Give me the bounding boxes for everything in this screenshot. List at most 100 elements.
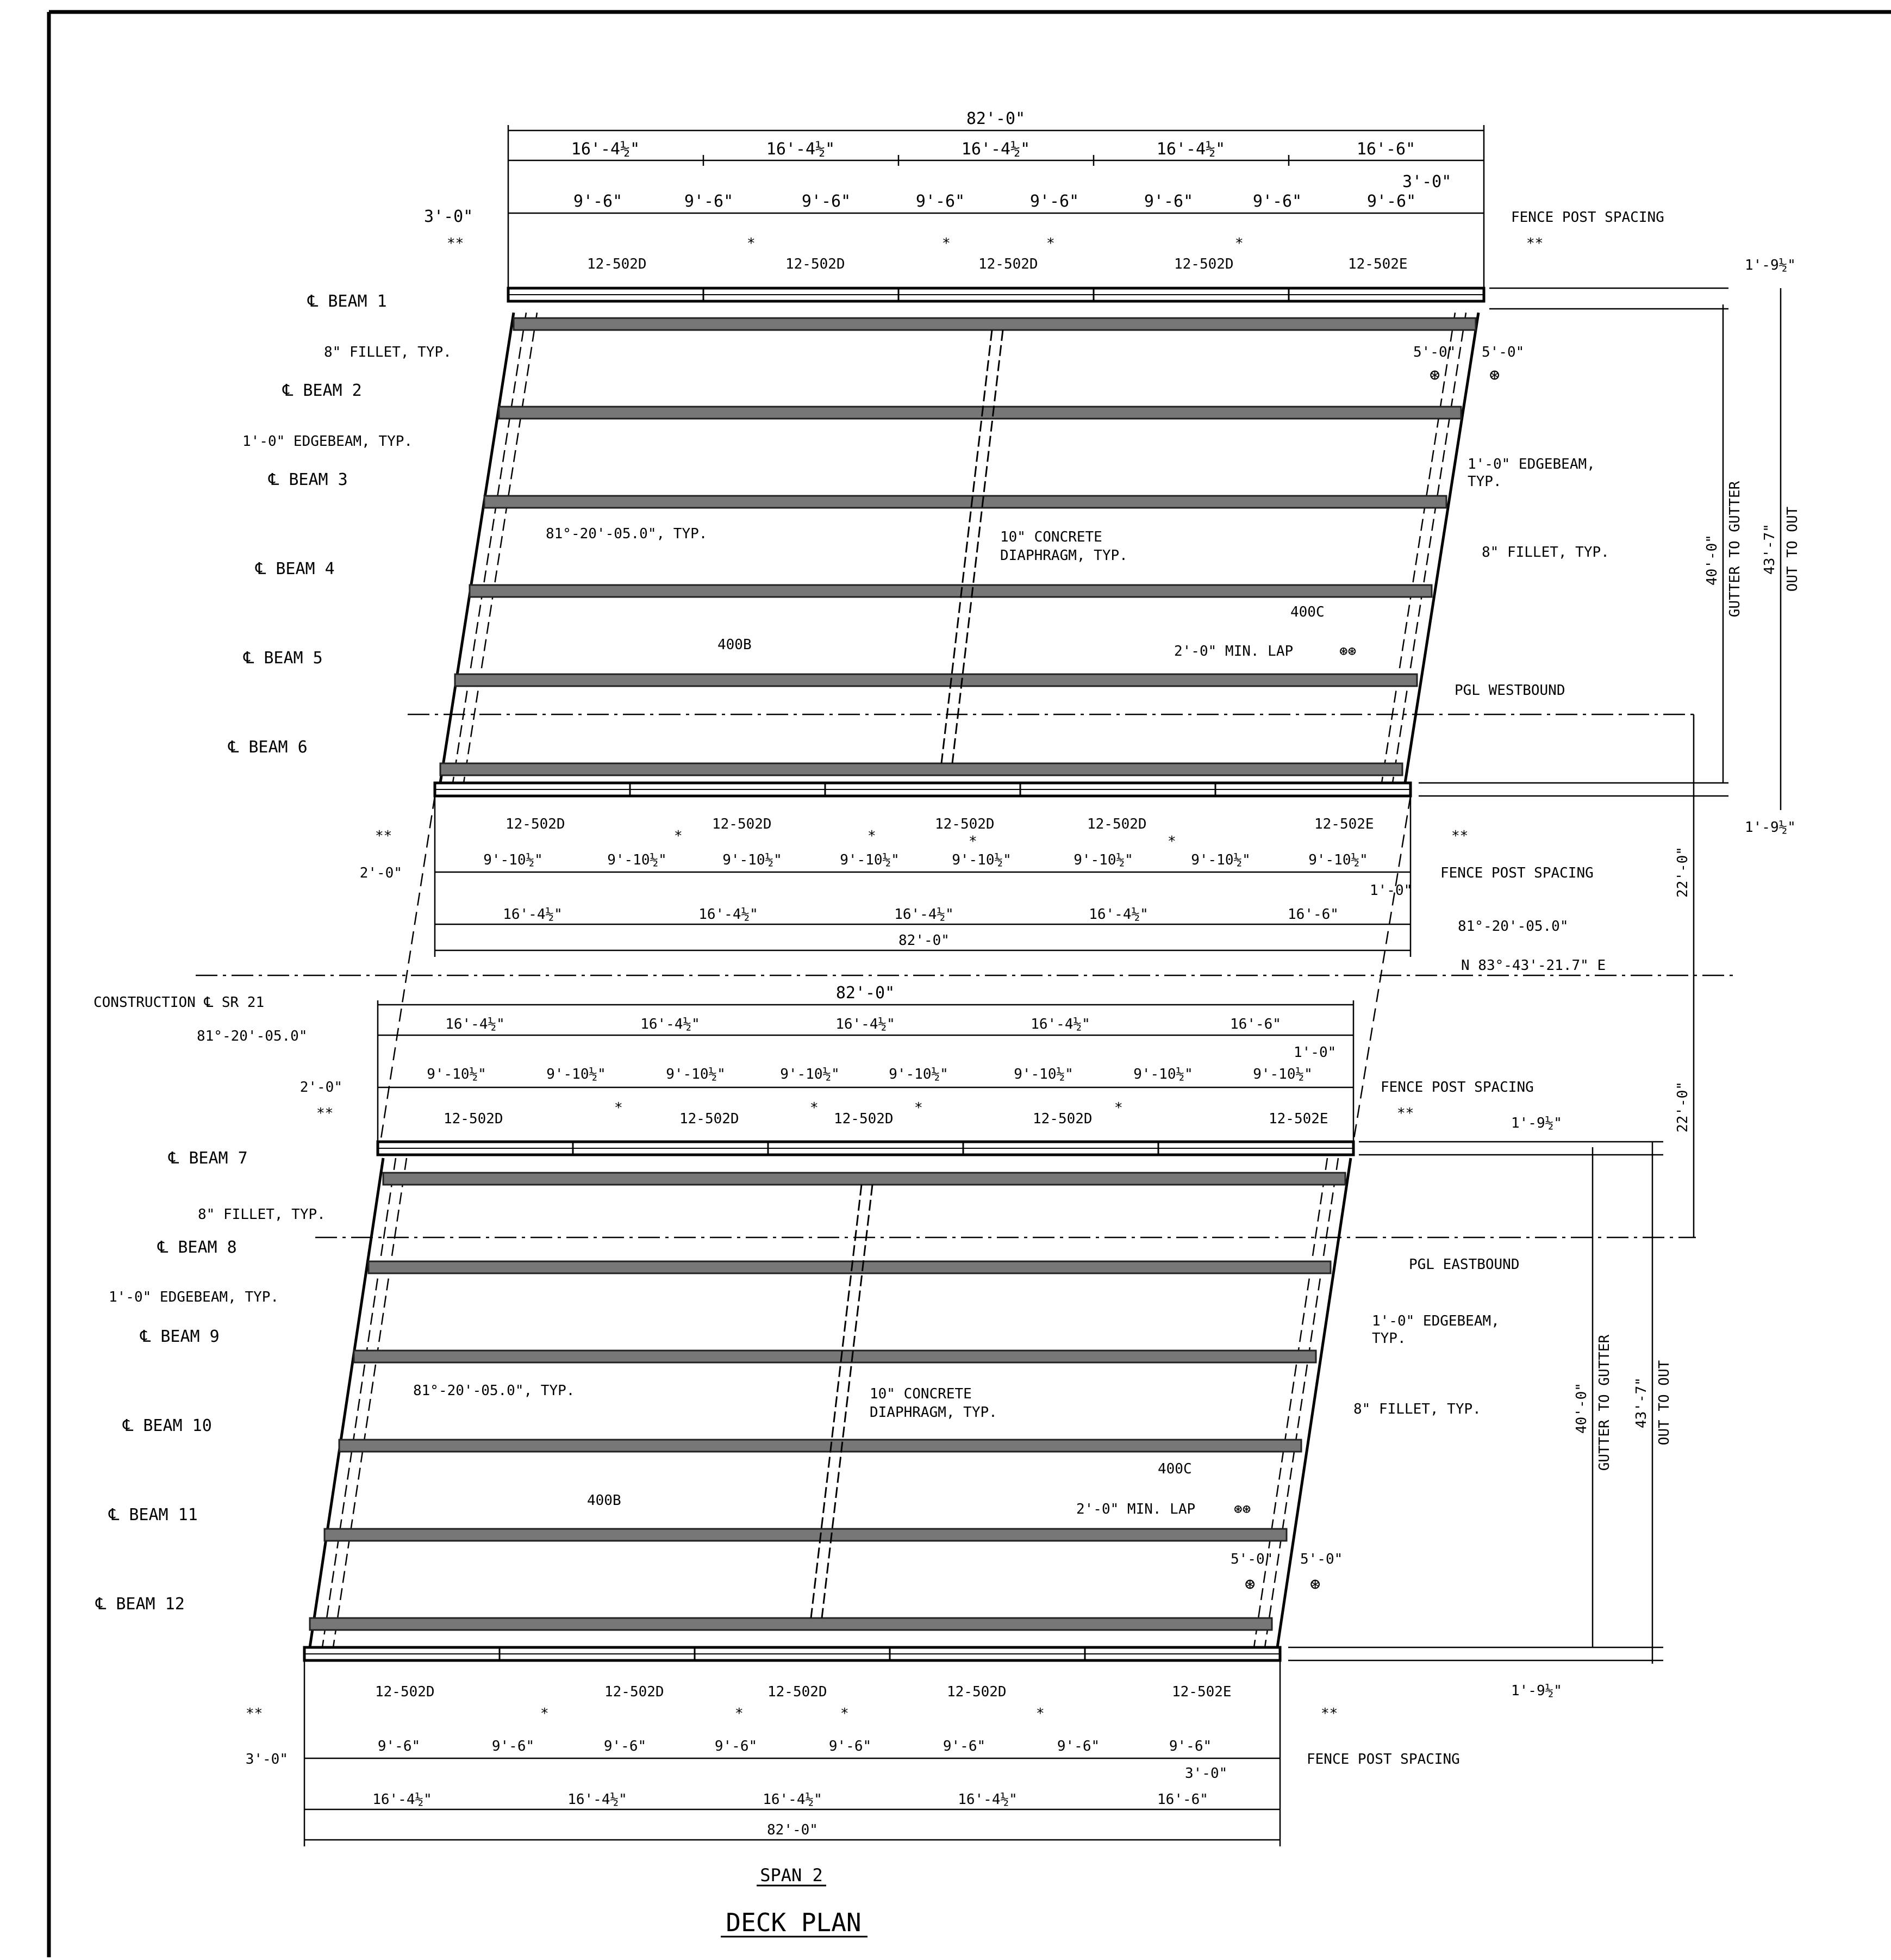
- north-seg-dim-5: 16'-6": [1357, 140, 1415, 159]
- north-dividers: [629, 288, 1290, 796]
- north-top-bar-2: 12-502D: [785, 256, 845, 272]
- south-five-ft-2: 5'-0": [1300, 1551, 1343, 1567]
- beam-4-line: [469, 584, 1433, 598]
- north-bottom-bar-4: 12-502D: [1087, 816, 1147, 832]
- south-star-4: *: [1114, 1100, 1123, 1116]
- north-diaphragm: [940, 329, 1004, 764]
- north-bottom-star-3: *: [969, 833, 977, 850]
- sheet-border: [47, 10, 1891, 1957]
- south-400b: 400B: [587, 1492, 621, 1509]
- south-bottom-post-dim-8: 9'-6": [1057, 1738, 1100, 1754]
- beam-3-label: ℄ BEAM 3: [268, 470, 348, 489]
- north-skew-note: 81°-20'-05.0", TYP.: [546, 526, 707, 542]
- drawing-title-block: SPAN 2 DECK PLAN: [721, 1865, 868, 1938]
- south-top-fence-note: FENCE POST SPACING: [1381, 1079, 1534, 1096]
- beam-9-line: [353, 1349, 1317, 1364]
- north-bottom-star-4: *: [1168, 833, 1176, 850]
- north-top-post-dim-5: 9'-6": [916, 192, 965, 211]
- beam-4-label: ℄ BEAM 4: [255, 559, 335, 578]
- south-deck-labels: 82'-0" 16'-4½" 16'-4½" 16'-4½" 16'-4½" 1…: [95, 984, 1672, 1838]
- south-400c: 400C: [1158, 1461, 1192, 1477]
- south-bottom-bar-4: 12-502D: [947, 1684, 1007, 1700]
- north-deck-outline: [433, 287, 1486, 798]
- south-beams: [309, 1172, 1346, 1631]
- south-out-dim: 43'-7": [1633, 1377, 1650, 1428]
- north-fillet-right: 8" FILLET, TYP.: [1482, 544, 1609, 561]
- span-skew-lines: [379, 795, 1412, 1142]
- north-bottom-bar-5: 12-502E: [1314, 816, 1374, 832]
- south-bottom-seg-dim-2: 16'-4½": [567, 1791, 627, 1808]
- south-bottom-seg-dim-1: 16'-4½": [372, 1791, 432, 1808]
- north-400c: 400C: [1290, 604, 1325, 620]
- north-min-lap-symbol: ⊛⊛: [1339, 643, 1356, 659]
- south-top-post-dim-10: 1'-0": [1294, 1044, 1336, 1061]
- beam-8-line: [367, 1260, 1332, 1274]
- beam-5-line: [454, 673, 1418, 687]
- south-bottom-post-dim-2: 9'-6": [378, 1738, 420, 1754]
- reference-lines: [196, 713, 1734, 1239]
- south-overall-dim: 82'-0": [836, 984, 895, 1003]
- north-top-fence-note: FENCE POST SPACING: [1511, 209, 1664, 226]
- beam-1-label: ℄ BEAM 1: [307, 292, 387, 311]
- skew-note-right: 81°-20'-05.0": [1458, 918, 1569, 935]
- north-diaphragm-note-1: 10" CONCRETE: [1000, 529, 1102, 545]
- beam-7-line: [382, 1172, 1346, 1186]
- beam-12-line: [309, 1617, 1273, 1631]
- north-bottom-seg-dim-1: 16'-4½": [503, 906, 563, 923]
- north-bottom-star-1: *: [674, 828, 683, 844]
- south-top-bar-5: 12-502E: [1269, 1111, 1328, 1127]
- north-edge-dim-bottom: 1'-9½": [1745, 819, 1796, 836]
- north-top-bar-5: 12-502E: [1348, 256, 1408, 272]
- north-top-left-double-star: **: [447, 235, 464, 252]
- north-gutter-dim: 40'-0": [1704, 534, 1720, 586]
- north-five-ft-1: 5'-0": [1413, 344, 1456, 360]
- north-fillet-note: 8" FILLET, TYP.: [324, 344, 452, 360]
- south-top-bar-1: 12-502D: [444, 1111, 503, 1127]
- south-bottom-right-double-star: **: [1321, 1706, 1338, 1722]
- south-deck-outline: [303, 1140, 1355, 1662]
- south-edge-dim-top: 1'-9½": [1511, 1115, 1562, 1131]
- south-top-bar-2: 12-502D: [679, 1111, 739, 1127]
- median-dim-2: 22'-0": [1675, 1081, 1691, 1133]
- beam-1-line: [513, 317, 1477, 331]
- north-edgebeam-right-1: 1'-0" EDGEBEAM,: [1468, 456, 1595, 472]
- north-top-right-double-star: **: [1526, 235, 1543, 252]
- south-bottom-post-dim-3: 9'-6": [492, 1738, 534, 1754]
- north-bottom-post-dim-7: 9'-10½": [1074, 852, 1133, 868]
- south-bottom-star-1: *: [540, 1706, 549, 1722]
- north-top-bar-4: 12-502D: [1174, 256, 1234, 272]
- south-top-post-dim-1: 2'-0": [300, 1079, 342, 1096]
- north-circled-star-2: ⊛: [1489, 364, 1500, 385]
- beam-3-line: [483, 495, 1447, 509]
- south-top-post-dim-6: 9'-10½": [889, 1066, 948, 1082]
- north-bottom-left-double-star: **: [375, 828, 392, 844]
- south-edgebeam-note: 1'-0" EDGEBEAM, TYP.: [109, 1289, 279, 1305]
- south-bottom-seg-dim-3: 16'-4½": [763, 1791, 822, 1808]
- south-star-1: *: [614, 1100, 623, 1116]
- north-star-2: *: [942, 235, 951, 252]
- south-top-post-dim-9: 9'-10½": [1253, 1066, 1313, 1082]
- south-out-label: OUT TO OUT: [1656, 1360, 1672, 1445]
- north-edge-dim-top: 1'-9½": [1745, 257, 1796, 273]
- south-top-left-double-star: **: [316, 1105, 333, 1122]
- south-bottom-seg-dim-5: 16'-6": [1157, 1791, 1208, 1808]
- south-edgebeam-right-1: 1'-0" EDGEBEAM,: [1372, 1313, 1500, 1329]
- north-diaphragm-note-2: DIAPHRAGM, TYP.: [1000, 547, 1128, 564]
- south-bottom-left-double-star: **: [246, 1706, 263, 1722]
- north-bottom-bar-1: 12-502D: [505, 816, 565, 832]
- bearing-label: N 83°-43'-21.7" E: [1461, 957, 1606, 974]
- north-top-post-dim-3: 9'-6": [684, 192, 733, 211]
- north-star-1: *: [747, 235, 756, 252]
- south-bottom-post-dim-5: 9'-6": [715, 1738, 757, 1754]
- north-seg-dim-4: 16'-4½": [1157, 140, 1225, 159]
- south-gutter-dim: 40'-0": [1574, 1383, 1590, 1434]
- north-edgebeam-note: 1'-0" EDGEBEAM, TYP.: [242, 433, 413, 450]
- median-dim-1: 22'-0": [1675, 847, 1691, 898]
- north-bottom-seg-dim-3: 16'-4½": [894, 906, 954, 923]
- south-dim-lines: [303, 1000, 1663, 1846]
- north-400b: 400B: [717, 637, 752, 653]
- beam-7-label: ℄ BEAM 7: [168, 1149, 248, 1168]
- south-dividers: [498, 1142, 1159, 1660]
- south-bottom-bar-1: 12-502D: [375, 1684, 435, 1700]
